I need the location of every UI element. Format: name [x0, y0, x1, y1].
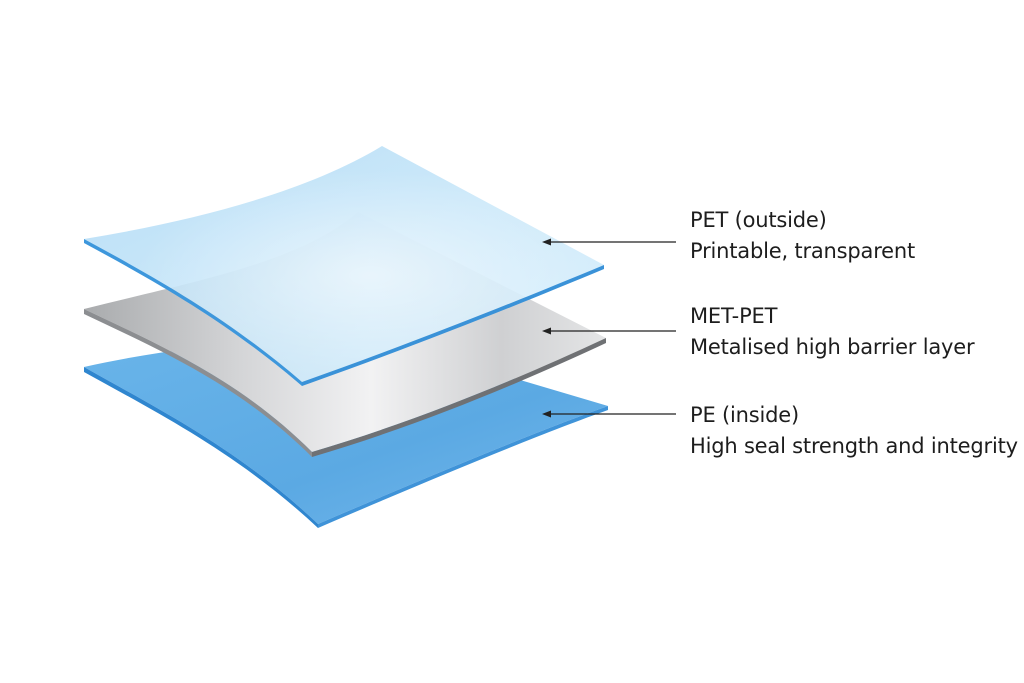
pe-layer-description: High seal strength and integrity: [690, 434, 1018, 458]
met-pet-layer-description: Metalised high barrier layer: [690, 335, 975, 359]
pet-layer-label: PET (outside) Printable, transparent: [690, 205, 915, 267]
pet-layer-sheet: [84, 146, 604, 386]
met-pet-leader-line: [542, 327, 676, 335]
pe-leader-line: [542, 410, 676, 418]
pet-layer-description: Printable, transparent: [690, 239, 916, 263]
pe-layer-name: PE (inside): [690, 403, 799, 427]
met-pet-layer-name: MET-PET: [690, 304, 778, 328]
pe-layer-label: PE (inside) High seal strength and integ…: [690, 400, 1018, 462]
pet-leader-line: [542, 238, 676, 246]
pet-layer-name: PET (outside): [690, 208, 827, 232]
met-pet-layer-label: MET-PET Metalised high barrier layer: [690, 301, 975, 363]
